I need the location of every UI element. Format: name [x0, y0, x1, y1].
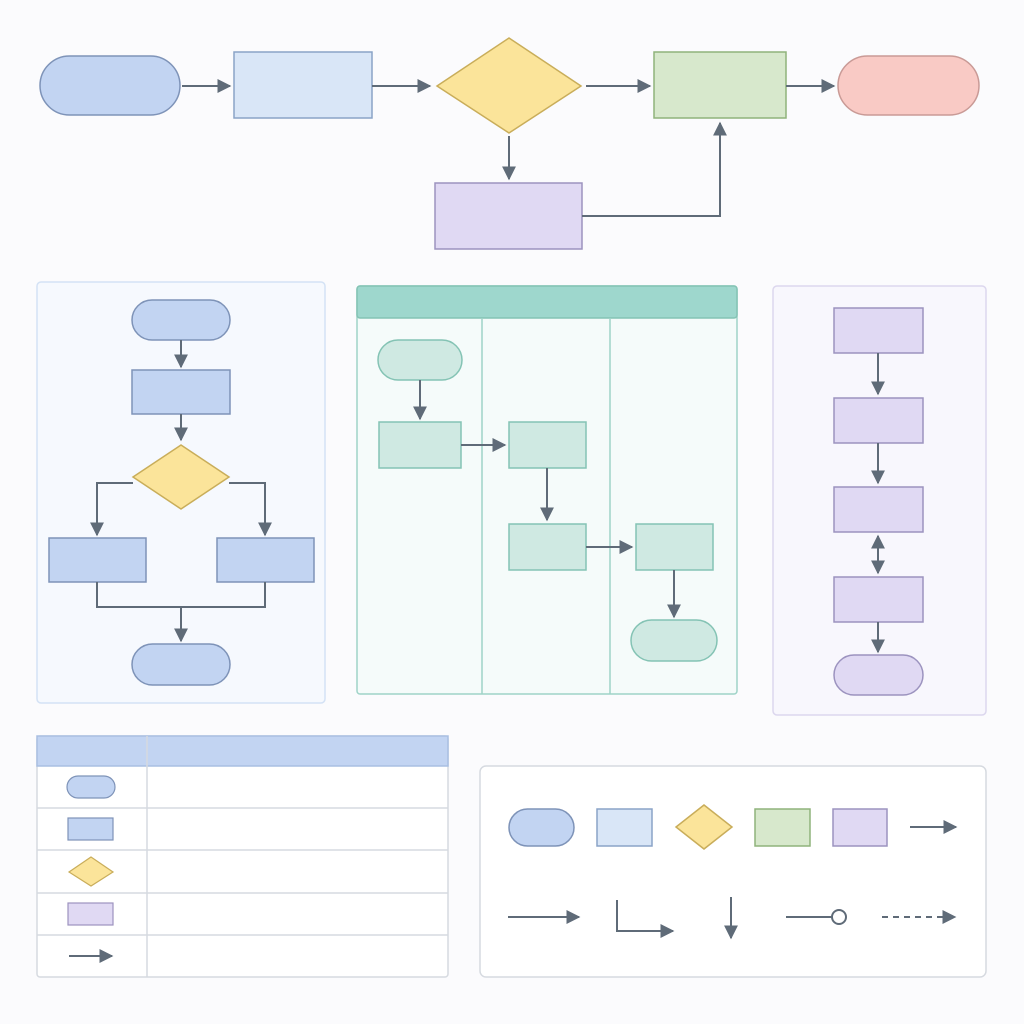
data-icon[interactable]	[754, 808, 811, 847]
sequence-step-2[interactable]	[833, 397, 924, 444]
swimlane-start-terminal[interactable]	[377, 339, 463, 381]
sequence-step-4[interactable]	[833, 576, 924, 623]
panel-arrow-left	[90, 482, 133, 537]
swimlane-panel	[356, 285, 738, 695]
main-flow	[39, 37, 980, 250]
swimlane-step-2[interactable]	[508, 421, 587, 469]
subprocess-icon	[67, 902, 114, 926]
decision-icon[interactable]	[674, 804, 734, 850]
decision-icon	[67, 856, 115, 887]
table-background	[36, 735, 449, 978]
elbow-arrow-icon[interactable]	[616, 900, 675, 938]
swimlane-header	[356, 285, 738, 319]
panel-decision-diamond[interactable]	[131, 444, 231, 510]
swimlane-step-1[interactable]	[378, 421, 462, 469]
start-terminal[interactable]	[39, 55, 181, 116]
palette-background	[479, 765, 987, 978]
legend-table	[36, 735, 449, 978]
sequence-end-terminal[interactable]	[833, 654, 924, 696]
branch-return-arrow	[582, 121, 727, 217]
panel-left-box[interactable]	[48, 537, 147, 583]
subprocess-icon[interactable]	[832, 808, 888, 847]
decision-diamond[interactable]	[435, 37, 583, 134]
panel-start-terminal[interactable]	[131, 299, 231, 341]
panel-end-terminal[interactable]	[131, 643, 231, 686]
sequence-step-1[interactable]	[833, 307, 924, 354]
table-header	[36, 735, 449, 767]
panel-right-box[interactable]	[216, 537, 315, 583]
circle-end-connector-icon[interactable]	[786, 909, 847, 925]
swimlane-step-3[interactable]	[508, 523, 587, 571]
end-terminal[interactable]	[837, 55, 980, 116]
terminal-icon	[66, 775, 116, 799]
process-icon[interactable]	[596, 808, 653, 847]
process-icon	[67, 817, 114, 841]
process-box[interactable]	[233, 51, 373, 119]
sequence-step-3[interactable]	[833, 486, 924, 533]
swimlane-step-4[interactable]	[635, 523, 714, 571]
vertical-flowchart-panel	[36, 281, 326, 704]
swimlane-end-terminal[interactable]	[630, 619, 718, 662]
sequence-panel	[772, 285, 987, 716]
panel-process-box[interactable]	[131, 369, 231, 415]
result-box[interactable]	[653, 51, 787, 119]
symbol-palette	[479, 765, 987, 978]
terminal-icon[interactable]	[508, 808, 575, 847]
branch-box[interactable]	[434, 182, 583, 250]
panel-arrow-right	[229, 482, 272, 537]
